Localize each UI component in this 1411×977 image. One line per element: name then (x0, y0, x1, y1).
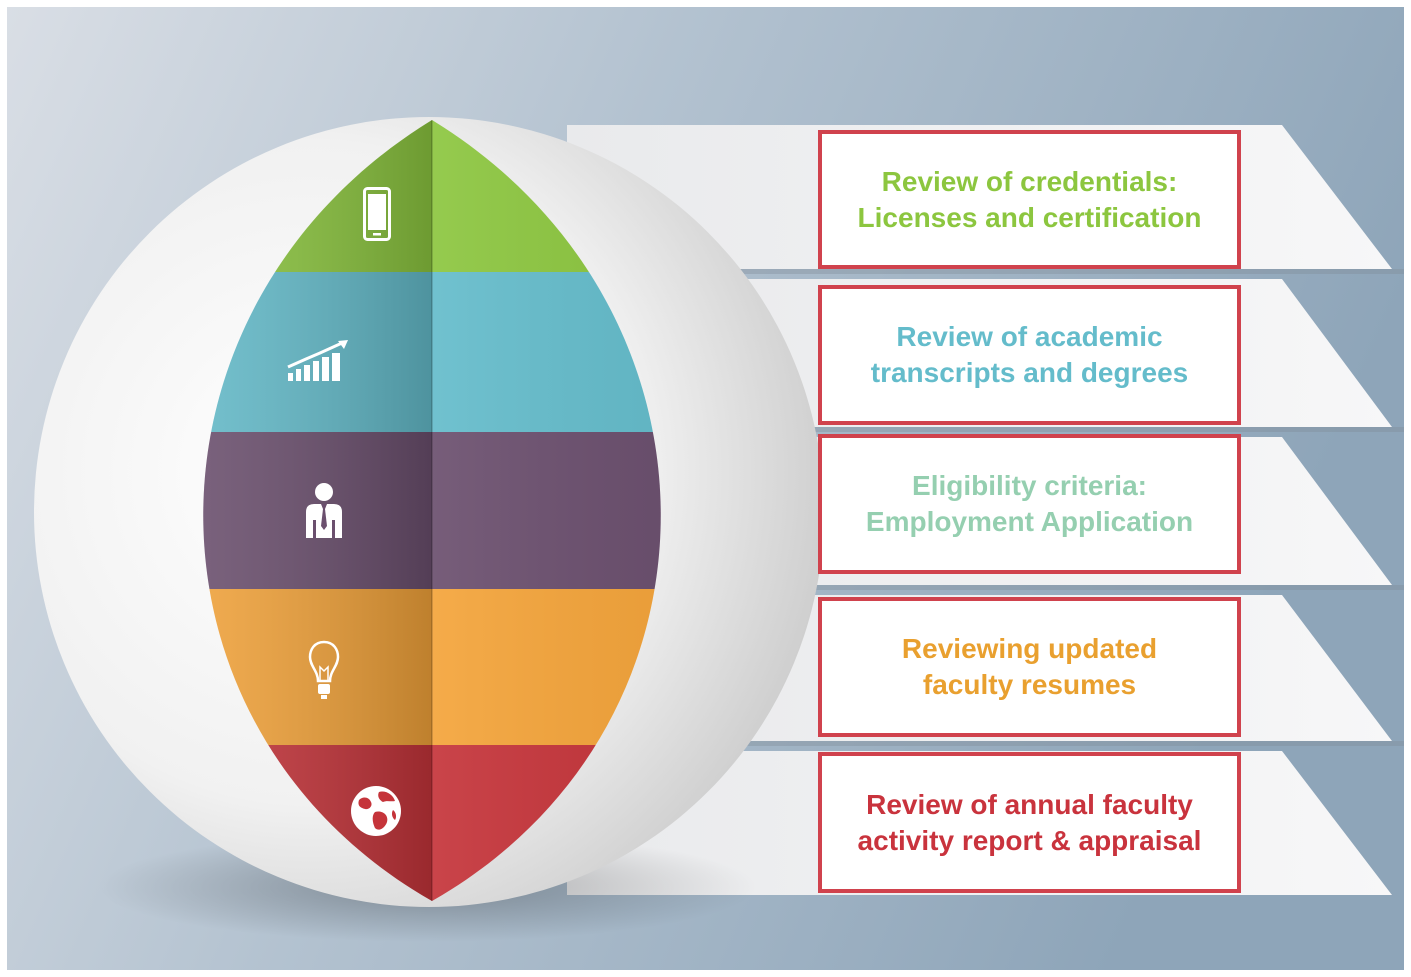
step-box-resumes: Reviewing updated faculty resumes (818, 597, 1241, 737)
step-box-eligibility: Eligibility criteria: Employment Applica… (818, 434, 1241, 574)
globe-icon (349, 784, 403, 843)
step-line-1: Eligibility criteria: (912, 470, 1147, 501)
step-text: Review of credentials: Licenses and cert… (858, 164, 1202, 236)
businessman-icon (304, 482, 344, 545)
step-line-1: Review of academic (896, 321, 1163, 352)
step-line-2: activity report & appraisal (857, 824, 1202, 856)
step-text: Review of annual faculty activity report… (858, 787, 1202, 859)
step-text: Review of academic transcripts and degre… (871, 319, 1188, 391)
step-line-2: Employment Application (865, 506, 1194, 537)
smartphone-icon (363, 187, 391, 246)
step-box-annual-report: Review of annual faculty activity report… (818, 752, 1241, 893)
growth-chart-icon (286, 339, 352, 388)
step-text: Eligibility criteria: Employment Applica… (866, 468, 1193, 540)
step-box-credentials: Review of credentials: Licenses and cert… (818, 130, 1241, 269)
step-line-1: Reviewing updated (901, 633, 1158, 664)
step-text: Reviewing updated faculty resumes (902, 631, 1157, 703)
step-box-academic: Review of academic transcripts and degre… (818, 285, 1241, 425)
infographic: Review of credentials: Licenses and cert… (7, 7, 1404, 970)
step-line-1: Review of annual faculty (866, 788, 1193, 820)
step-line-2: faculty resumes (922, 669, 1137, 700)
lightbulb-icon (307, 639, 341, 708)
step-line-2: transcripts and degrees (870, 357, 1189, 388)
step-line-2: Licenses and certification (857, 201, 1202, 233)
step-line-1: Review of credentials: (881, 165, 1178, 197)
